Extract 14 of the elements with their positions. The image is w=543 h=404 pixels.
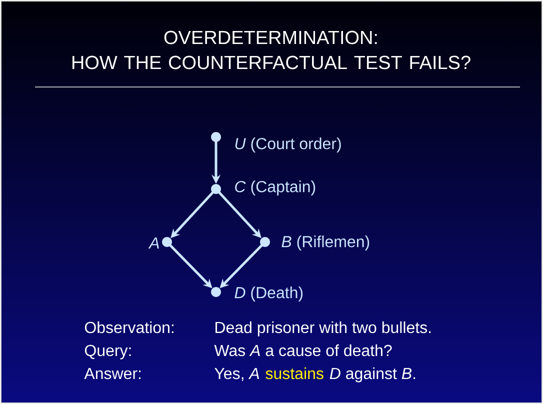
table-text: Query: bbox=[84, 344, 131, 360]
table-text: Answer: bbox=[84, 368, 141, 380]
table-text: Observation: bbox=[84, 321, 174, 334]
node-label: A bbox=[148, 238, 159, 248]
table-text: sustains bbox=[266, 367, 324, 380]
node-label: U (Court order) bbox=[235, 138, 341, 152]
slide-title: OVERDETERMINATION: HOW THE COUNTERFACTUAL TEST FAILS? bbox=[72, 30, 470, 70]
table-text: Dead prisoner with two bullets. bbox=[216, 321, 431, 336]
node-label: D (Death) bbox=[234, 286, 303, 302]
node-label: B (Riflemen) bbox=[282, 236, 370, 250]
table-text: Yes, A bbox=[214, 368, 260, 382]
table-text: Was A a cause of death? bbox=[214, 344, 392, 356]
table-text: D against B. bbox=[330, 367, 416, 382]
node-label: C (Captain) bbox=[235, 180, 316, 196]
